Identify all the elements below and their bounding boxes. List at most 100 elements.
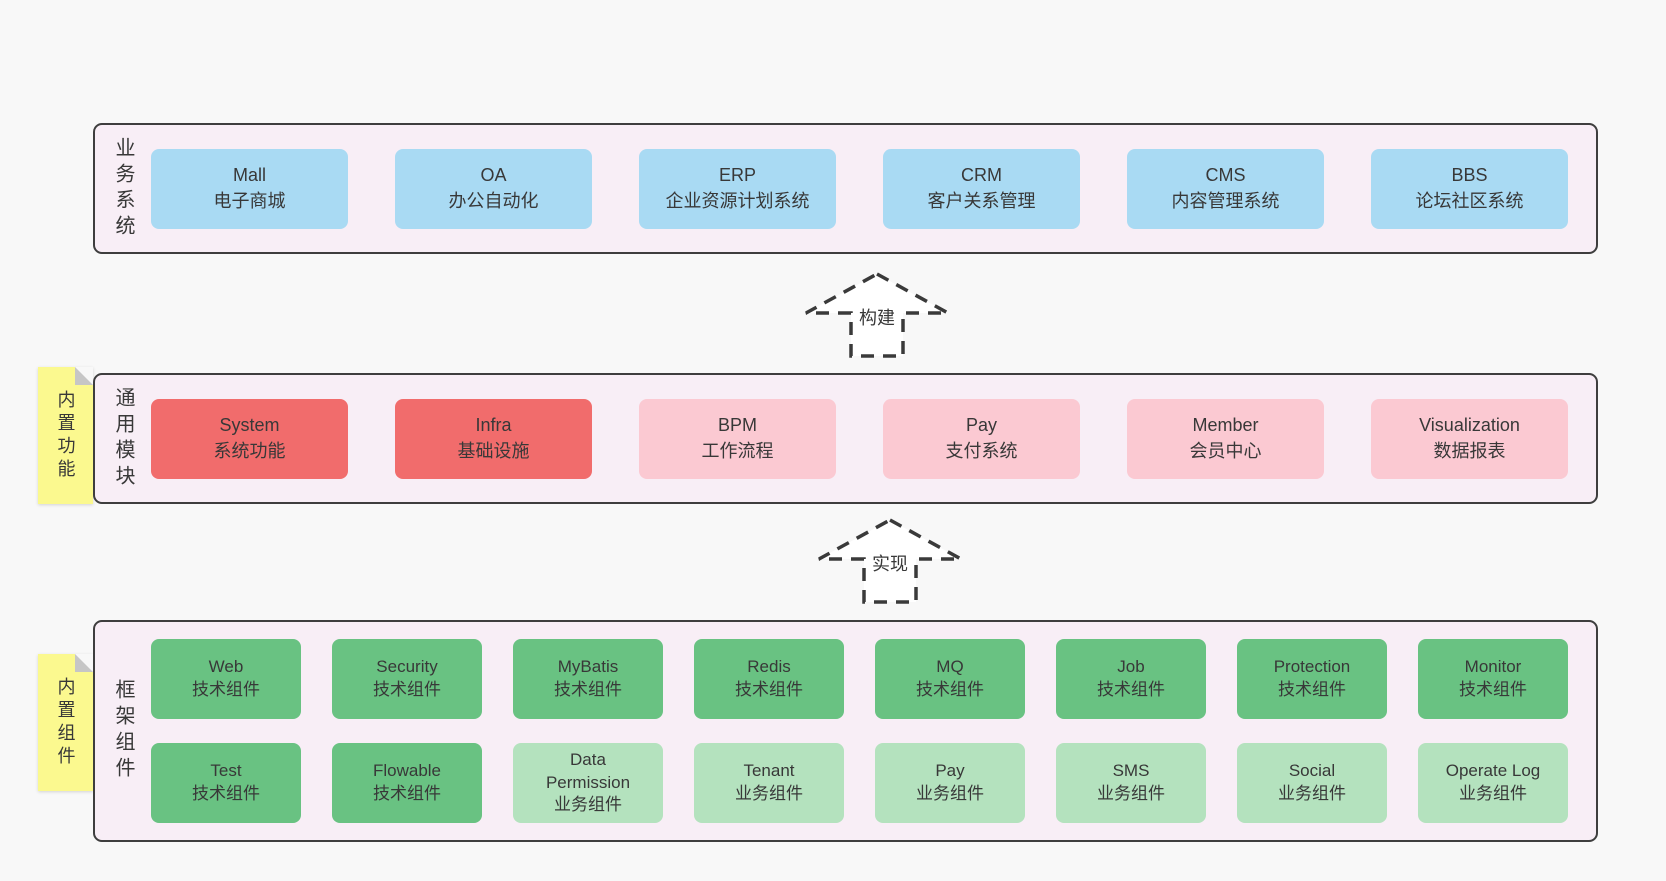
box-subtitle: 技术组件 xyxy=(1459,680,1527,699)
box-title: Member xyxy=(1192,414,1259,435)
box-member: Member 会员中心 xyxy=(1127,398,1324,479)
box-title: Mall xyxy=(232,164,266,185)
box-subtitle: 会员中心 xyxy=(1189,440,1262,461)
box-mybatis: MyBatis 技术组件 xyxy=(513,639,663,719)
sticky-note-builtin-features: 内置功能 xyxy=(38,367,93,504)
box-pay-biz: Pay 业务组件 xyxy=(875,743,1025,823)
box-subtitle: 工作流程 xyxy=(701,440,774,461)
box-subtitle: 技术组件 xyxy=(1278,680,1346,699)
box-title: Data Permission xyxy=(545,749,631,792)
box-title: Protection xyxy=(1273,657,1351,677)
box-subtitle: 办公自动化 xyxy=(448,190,539,211)
box-title: ERP xyxy=(718,164,756,185)
box-security: Security 技术组件 xyxy=(332,639,482,719)
box-title: CRM xyxy=(961,164,1002,185)
box-title: Web xyxy=(208,657,244,677)
box-title: CMS xyxy=(1205,164,1246,185)
box-title: MyBatis xyxy=(557,657,619,677)
box-title: MQ xyxy=(936,657,964,677)
box-social: Social 业务组件 xyxy=(1237,743,1387,823)
box-protection: Protection 技术组件 xyxy=(1237,639,1387,719)
box-web: Web 技术组件 xyxy=(151,639,301,719)
box-subtitle: 技术组件 xyxy=(373,784,441,803)
folded-corner-icon xyxy=(75,654,93,672)
box-title: Infra xyxy=(475,414,512,435)
box-title: Social xyxy=(1288,761,1336,781)
box-subtitle: 技术组件 xyxy=(192,784,260,803)
arrow-label: 实现 xyxy=(868,549,912,577)
box-system: System 系统功能 xyxy=(151,398,348,479)
box-operate-log: Operate Log 业务组件 xyxy=(1418,743,1568,823)
sticky-note-builtin-components: 内置组件 xyxy=(38,654,93,791)
business-systems-panel: 业务系统 Mall 电子商城 OA 办公自动化 ERP 企业资源计划系统 CRM… xyxy=(93,123,1598,254)
tech-components-row: Web 技术组件 Security 技术组件 MyBatis 技术组件 Redi… xyxy=(151,639,1568,719)
box-subtitle: 数据报表 xyxy=(1433,440,1506,461)
box-mall: Mall 电子商城 xyxy=(151,148,348,229)
box-title: Security xyxy=(376,657,438,677)
box-subtitle: 技术组件 xyxy=(373,680,441,699)
box-subtitle: 基础设施 xyxy=(457,440,530,461)
box-title: Flowable xyxy=(372,761,442,781)
sticky-note-label: 内置组件 xyxy=(55,676,76,769)
box-oa: OA 办公自动化 xyxy=(395,148,592,229)
box-redis: Redis 技术组件 xyxy=(694,639,844,719)
box-subtitle: 业务组件 xyxy=(1097,784,1165,803)
box-subtitle: 论坛社区系统 xyxy=(1415,190,1524,211)
box-subtitle: 客户关系管理 xyxy=(927,190,1036,211)
box-title: Visualization xyxy=(1419,414,1520,435)
box-test: Test 技术组件 xyxy=(151,743,301,823)
box-bbs: BBS 论坛社区系统 xyxy=(1371,148,1568,229)
box-data-permission: Data Permission 业务组件 xyxy=(513,743,663,823)
box-title: Test xyxy=(210,761,242,781)
box-flowable: Flowable 技术组件 xyxy=(332,743,482,823)
box-title: Pay xyxy=(935,761,965,781)
box-title: OA xyxy=(480,164,507,185)
box-erp: ERP 企业资源计划系统 xyxy=(639,148,836,229)
panel-label-text: 框架组件 xyxy=(112,679,134,783)
box-title: System xyxy=(219,414,280,435)
panel-label-modules: 通用模块 xyxy=(95,375,151,502)
box-mq: MQ 技术组件 xyxy=(875,639,1025,719)
box-bpm: BPM 工作流程 xyxy=(639,398,836,479)
box-title: SMS xyxy=(1112,761,1150,781)
box-subtitle: 技术组件 xyxy=(735,680,803,699)
box-subtitle: 技术组件 xyxy=(916,680,984,699)
box-subtitle: 电子商城 xyxy=(213,190,286,211)
box-tenant: Tenant 业务组件 xyxy=(694,743,844,823)
box-visualization: Visualization 数据报表 xyxy=(1371,398,1568,479)
panel-label-text: 业务系统 xyxy=(112,136,134,241)
box-title: BBS xyxy=(1451,164,1488,185)
component-grid: Web 技术组件 Security 技术组件 MyBatis 技术组件 Redi… xyxy=(151,622,1596,840)
box-subtitle: 业务组件 xyxy=(916,784,984,803)
box-cms: CMS 内容管理系统 xyxy=(1127,148,1324,229)
implement-arrow: 实现 xyxy=(815,515,965,607)
box-subtitle: 业务组件 xyxy=(554,795,622,815)
panel-label-business: 业务系统 xyxy=(95,125,151,252)
box-sms: SMS 业务组件 xyxy=(1056,743,1206,823)
common-modules-panel: 通用模块 System 系统功能 Infra 基础设施 BPM 工作流程 Pay… xyxy=(93,373,1598,504)
box-subtitle: 技术组件 xyxy=(554,680,622,699)
box-subtitle: 业务组件 xyxy=(735,784,803,803)
biz-components-row: Test 技术组件 Flowable 技术组件 Data Permission … xyxy=(151,743,1568,823)
arrow-label: 构建 xyxy=(855,303,899,331)
box-crm: CRM 客户关系管理 xyxy=(883,148,1080,229)
box-title: Tenant xyxy=(743,761,795,781)
box-title: Monitor xyxy=(1464,657,1522,677)
box-title: Job xyxy=(1117,657,1145,677)
box-title: BPM xyxy=(717,414,757,435)
box-title: Redis xyxy=(747,657,791,677)
common-modules-row: System 系统功能 Infra 基础设施 BPM 工作流程 Pay 支付系统… xyxy=(151,375,1596,502)
box-subtitle: 技术组件 xyxy=(192,680,260,699)
build-arrow: 构建 xyxy=(802,269,952,361)
box-subtitle: 支付系统 xyxy=(945,440,1018,461)
box-monitor: Monitor 技术组件 xyxy=(1418,639,1568,719)
sticky-note-label: 内置功能 xyxy=(55,389,76,482)
box-pay: Pay 支付系统 xyxy=(883,398,1080,479)
box-subtitle: 业务组件 xyxy=(1278,784,1346,803)
box-title: Operate Log xyxy=(1445,761,1541,781)
box-title: Pay xyxy=(965,414,998,435)
folded-corner-icon xyxy=(75,367,93,385)
box-subtitle: 系统功能 xyxy=(213,440,286,461)
panel-label-components: 框架组件 xyxy=(95,622,151,840)
box-job: Job 技术组件 xyxy=(1056,639,1206,719)
